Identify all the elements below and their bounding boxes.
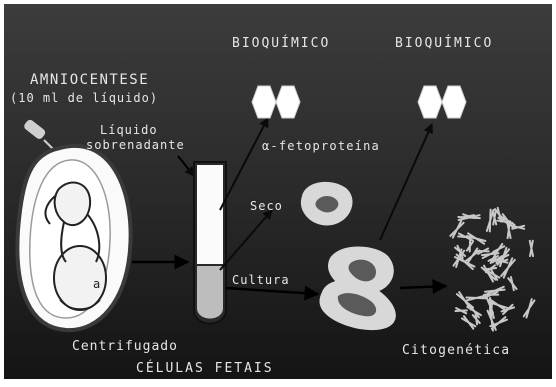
alpha-fetoprotein-label: α-fetoproteína <box>262 139 380 153</box>
test-tube-icon <box>194 162 226 324</box>
centrifuged-label: Centrifugado <box>72 339 178 354</box>
amnio-volume: (10 ml de líquido) <box>10 91 158 105</box>
fetus-illustration: a <box>17 146 130 330</box>
biochem-left-heading: BIOQUÍMICO <box>232 35 330 51</box>
biochem-right-heading: BIOQUÍMICO <box>395 35 493 51</box>
dry-label: Seco <box>250 199 283 213</box>
amnio-title: AMNIOCENTESE <box>30 72 149 88</box>
liquid-label-line1: Líquido <box>100 123 158 137</box>
karyotype-label: Citogenética <box>402 343 510 358</box>
fetus-mark: a <box>93 277 100 291</box>
liquid-label-line2: sobrenadante <box>86 138 185 152</box>
culture-label: Cultura <box>232 273 290 287</box>
fetal-cells-label: CÉLULAS FETAIS <box>136 360 274 376</box>
